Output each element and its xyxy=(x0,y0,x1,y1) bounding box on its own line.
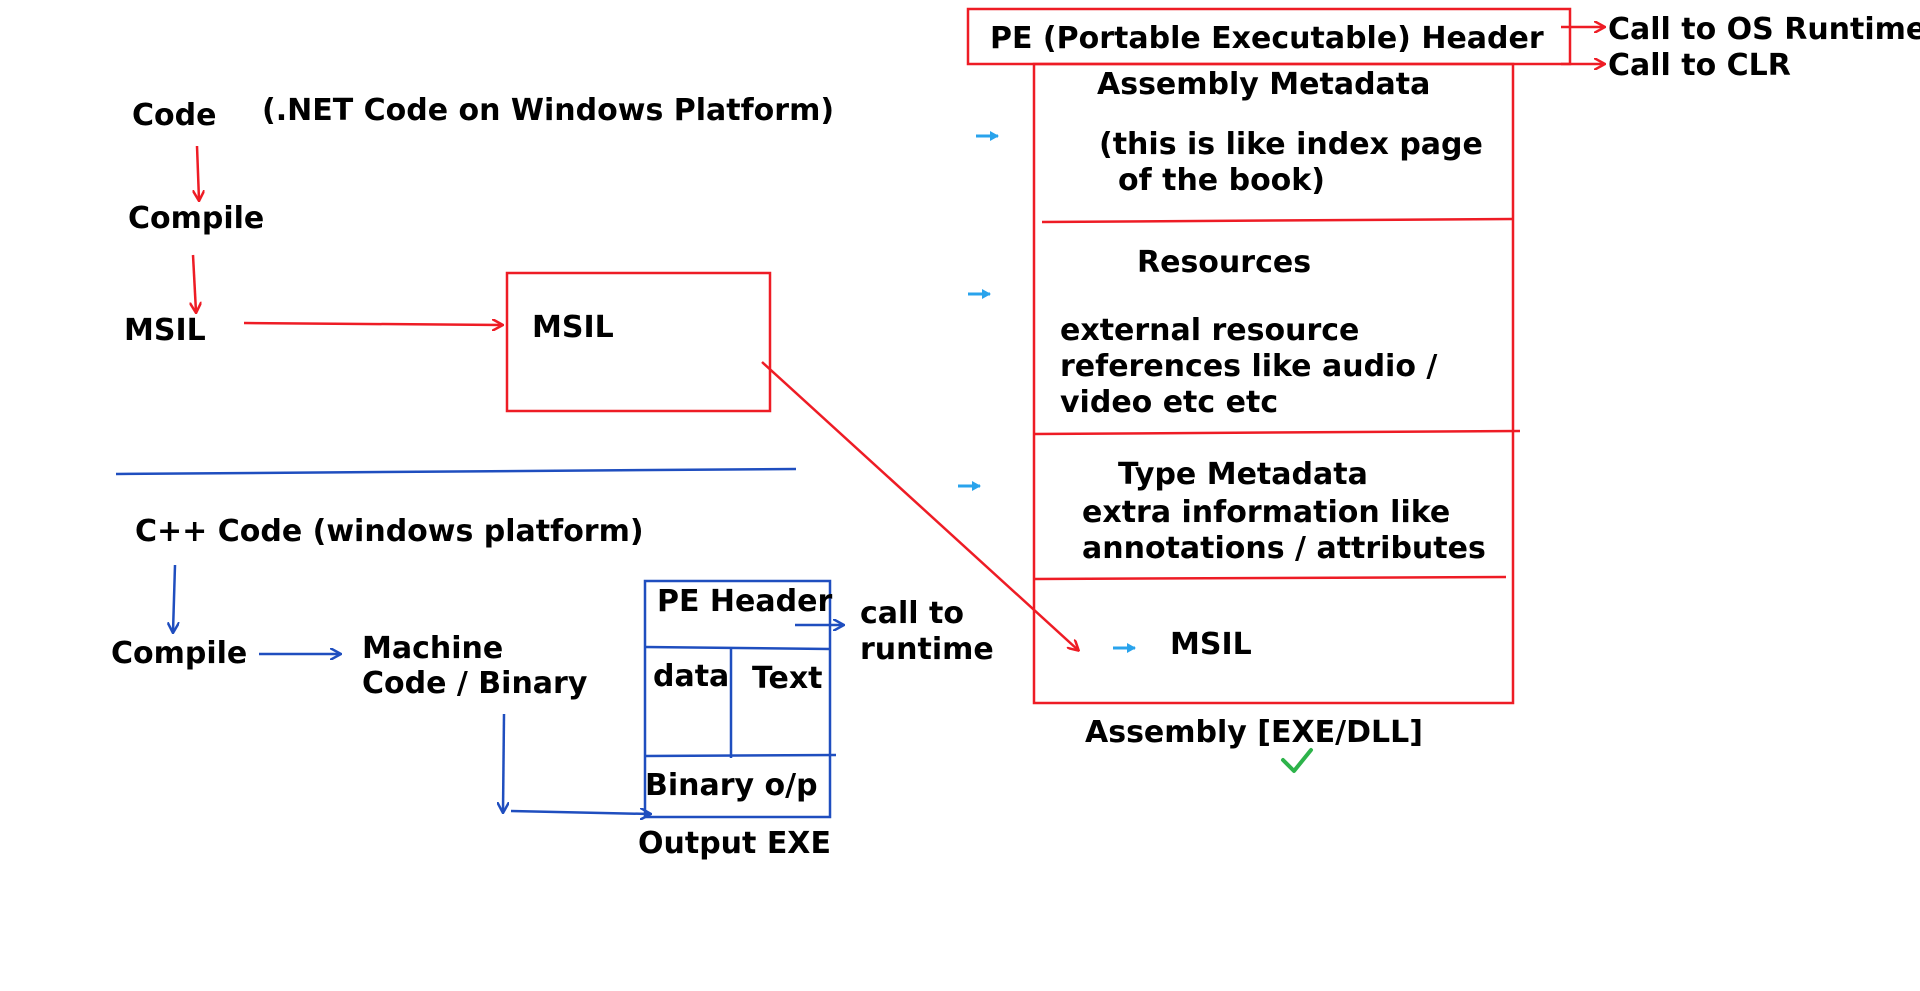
runtime-call-line1: call to xyxy=(860,596,964,631)
arrow-msil-to-box xyxy=(243,323,502,325)
output-exe-box xyxy=(643,579,832,819)
exe-text-label: Text xyxy=(752,661,823,696)
assembly-caption: Assembly [EXE/DLL] xyxy=(1085,715,1423,750)
exe-header-divider xyxy=(644,645,831,651)
cpp-compile-label: Compile xyxy=(111,636,248,671)
exe-binary-divider xyxy=(644,753,837,758)
arrow-to-output-exe xyxy=(510,811,650,814)
msil-box xyxy=(505,271,772,413)
machine-code-line1: Machine xyxy=(362,631,504,666)
assembly-metadata-title: Assembly Metadata xyxy=(1097,67,1431,102)
machine-code-line2: Code / Binary xyxy=(362,666,588,701)
arrow-msil-box-to-assembly xyxy=(761,361,1078,650)
assembly-metadata-desc-2: of the book) xyxy=(1118,163,1325,198)
resources-line-2: references like audio / xyxy=(1060,349,1438,384)
exe-pe-header-label: PE Header xyxy=(657,584,833,619)
exe-data-label: data xyxy=(653,659,730,694)
type-metadata-line-1: extra information like xyxy=(1082,495,1451,530)
arrow-compile-to-msil xyxy=(193,254,196,312)
exe-binary-label: Binary o/p xyxy=(645,768,818,803)
check-icon xyxy=(1281,748,1313,773)
assembly-divider-2 xyxy=(1033,429,1521,436)
arrow-cpp-to-compile xyxy=(173,564,175,632)
assembly-msil-label: MSIL xyxy=(1170,627,1252,662)
net-context-label: (.NET Code on Windows Platform) xyxy=(262,93,835,128)
assembly-metadata-desc-1: (this is like index page xyxy=(1099,127,1483,162)
msil-box-label: MSIL xyxy=(532,310,614,345)
call-clr-label: Call to CLR xyxy=(1608,48,1791,83)
resources-title: Resources xyxy=(1137,245,1312,280)
assembly-divider-1 xyxy=(1041,217,1514,224)
resources-line-3: video etc etc xyxy=(1060,385,1279,420)
call-os-runtime-label: Call to OS Runtime xyxy=(1608,12,1920,47)
section-divider xyxy=(115,467,797,476)
arrow-machine-code-down xyxy=(503,713,504,812)
assembly-divider-3 xyxy=(1033,575,1507,581)
assembly-box xyxy=(1032,62,1515,705)
arrow-code-to-compile xyxy=(197,145,199,200)
runtime-call-line2: runtime xyxy=(860,632,994,667)
net-msil-label: MSIL xyxy=(124,313,206,348)
cpp-code-label: C++ Code (windows platform) xyxy=(135,514,644,549)
net-code-label: Code xyxy=(132,98,217,133)
net-compile-label: Compile xyxy=(128,201,265,236)
pe-header-label: PE (Portable Executable) Header xyxy=(990,21,1544,56)
type-metadata-line-2: annotations / attributes xyxy=(1082,531,1486,566)
output-exe-caption: Output EXE xyxy=(638,826,831,861)
resources-line-1: external resource xyxy=(1060,313,1360,348)
type-metadata-title: Type Metadata xyxy=(1118,457,1368,492)
